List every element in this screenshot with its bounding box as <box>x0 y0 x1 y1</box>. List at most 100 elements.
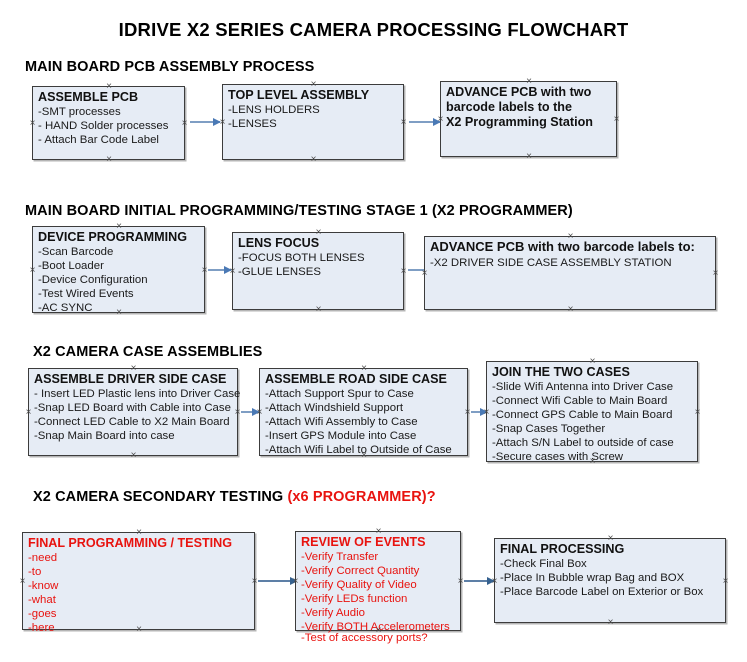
flow-box-line: -Connect Wifi Cable to Main Board <box>492 395 668 408</box>
section-heading-text: MAIN BOARD INITIAL PROGRAMMING/TESTING S… <box>25 203 573 219</box>
resize-handle-top[interactable] <box>105 82 114 91</box>
flow-box-title: TOP LEVEL ASSEMBLY <box>228 88 370 102</box>
flow-box-line: -Place In Bubble wrap Bag and BOX <box>500 572 685 585</box>
resize-handle-left[interactable] <box>255 408 264 417</box>
resize-handle-bottom[interactable] <box>360 451 369 460</box>
resize-handle-bottom[interactable] <box>314 305 323 314</box>
connector-assemble-pcb-to-top-level <box>190 121 220 123</box>
resize-handle-right[interactable] <box>693 408 702 417</box>
flow-box-device-programming[interactable]: DEVICE PROGRAMMING -Scan Barcode -Boot L… <box>32 226 205 314</box>
section-heading-x2-camera-case-assemblies: X2 CAMERA CASE ASSEMBLIES <box>33 344 262 360</box>
resize-handle-top[interactable] <box>374 527 383 536</box>
flow-box-line: -Verify LEDs function <box>301 593 408 606</box>
resize-handle-top[interactable] <box>588 357 597 366</box>
section-heading-main-board-initial-programming: MAIN BOARD INITIAL PROGRAMMING/TESTING S… <box>25 203 573 219</box>
connector-final-programming-to-review-of-events <box>258 580 297 582</box>
resize-handle-top[interactable] <box>360 364 369 373</box>
resize-handle-bottom[interactable] <box>525 152 534 161</box>
resize-handle-top[interactable] <box>314 228 323 237</box>
resize-handle-left[interactable] <box>490 577 499 586</box>
resize-handle-right[interactable] <box>180 119 189 128</box>
resize-handle-left[interactable] <box>482 408 491 417</box>
flow-box-final-programming-testing[interactable]: FINAL PROGRAMMING / TESTING -need -to -k… <box>22 532 255 634</box>
flow-box-assemble-road-side-case[interactable]: ASSEMBLE ROAD SIDE CASE -Attach Support … <box>259 368 468 456</box>
resize-handle-right[interactable] <box>711 269 720 278</box>
resize-handle-bottom[interactable] <box>115 308 124 317</box>
flow-box-line: -Device Configuration <box>38 274 148 287</box>
resize-handle-right[interactable] <box>721 577 730 586</box>
flow-box-line: -SMT processes <box>38 106 121 119</box>
resize-handle-left[interactable] <box>228 267 237 276</box>
resize-handle-top[interactable] <box>566 232 575 241</box>
section-heading-text: MAIN BOARD PCB ASSEMBLY PROCESS <box>25 59 315 75</box>
flow-box-lens-focus[interactable]: LENS FOCUS -FOCUS BOTH LENSES -GLUE LENS… <box>232 232 404 310</box>
flow-box-line: -Attach Windshield Support <box>265 402 404 415</box>
flow-box-line: -Attach Support Spur to Case <box>265 388 414 401</box>
flow-box-line: - Attach Bar Code Label <box>38 134 159 147</box>
flow-box-line: -Insert GPS Module into Case <box>265 430 417 443</box>
resize-handle-bottom[interactable] <box>135 625 144 634</box>
flow-box-title: ASSEMBLE ROAD SIDE CASE <box>265 372 447 386</box>
flow-box-line: -Attach Wifi Assembly to Case <box>265 416 418 429</box>
flow-box-line: -LENSES <box>228 118 277 131</box>
section-heading-x2-camera-secondary-testing: X2 CAMERA SECONDARY TESTING (x6 PROGRAMM… <box>33 489 436 505</box>
flow-box-line: -Slide Wifi Antenna into Driver Case <box>492 381 674 394</box>
resize-handle-left[interactable] <box>18 577 27 586</box>
flow-box-line: -goes <box>28 608 57 621</box>
flow-box-review-of-events[interactable]: REVIEW OF EVENTS -Verify Transfer -Verif… <box>295 531 461 644</box>
flow-box-line: -to <box>28 566 42 579</box>
resize-handle-bottom[interactable] <box>374 626 383 635</box>
page-title: IDRIVE X2 SERIES CAMERA PROCESSING FLOWC… <box>118 19 629 40</box>
resize-handle-top[interactable] <box>135 528 144 537</box>
connector-road-side-to-join-cases <box>471 411 487 413</box>
flow-box-title-line3: X2 Programming Station <box>446 115 593 130</box>
connector-top-level-to-advance-pcb <box>409 121 440 123</box>
section-heading-accent-text: (x6 PROGRAMMER)? <box>287 489 436 505</box>
resize-handle-bottom[interactable] <box>105 155 114 164</box>
resize-handle-left[interactable] <box>28 266 37 275</box>
connector-driver-side-to-road-side <box>241 411 259 413</box>
resize-handle-bottom[interactable] <box>588 457 597 466</box>
flow-box-line: -Boot Loader <box>38 260 104 273</box>
resize-handle-top[interactable] <box>525 77 534 86</box>
resize-handle-right[interactable] <box>399 118 408 127</box>
flow-box-line: -Check Final Box <box>500 558 587 571</box>
flow-box-title: JOIN THE TWO CASES <box>492 365 630 379</box>
resize-handle-top[interactable] <box>115 222 124 231</box>
resize-handle-left[interactable] <box>28 119 37 128</box>
resize-handle-left[interactable] <box>436 115 445 124</box>
flow-box-assemble-driver-side-case[interactable]: ASSEMBLE DRIVER SIDE CASE - Insert LED P… <box>28 368 241 456</box>
resize-handle-bottom[interactable] <box>566 305 575 314</box>
flow-box-join-the-two-cases[interactable]: JOIN THE TWO CASES -Slide Wifi Antenna i… <box>486 361 698 463</box>
resize-handle-left[interactable] <box>218 118 227 127</box>
flow-box-assemble-pcb[interactable]: ASSEMBLE PCB -SMT processes - HAND Solde… <box>32 86 185 160</box>
flow-box-title: DEVICE PROGRAMMING <box>38 230 188 244</box>
resize-handle-top[interactable] <box>309 80 318 89</box>
flow-box-title: FINAL PROGRAMMING / TESTING <box>28 536 233 550</box>
section-heading-text: X2 CAMERA SECONDARY TESTING <box>33 489 288 505</box>
resize-handle-left[interactable] <box>420 269 429 278</box>
resize-handle-left[interactable] <box>291 577 300 586</box>
section-heading-main-board-pcb-assembly: MAIN BOARD PCB ASSEMBLY PROCESS <box>25 59 314 75</box>
flow-box-line: -LENS HOLDERS <box>228 104 320 117</box>
resize-handle-bottom[interactable] <box>309 155 318 164</box>
resize-handle-top[interactable] <box>606 534 615 543</box>
flow-box-line: -Connect GPS Cable to Main Board <box>492 409 673 422</box>
resize-handle-top[interactable] <box>129 364 138 373</box>
flow-box-line: -what <box>28 594 56 607</box>
flow-box-line: -here <box>28 622 55 635</box>
resize-handle-right[interactable] <box>612 115 621 124</box>
resize-handle-bottom[interactable] <box>606 618 615 627</box>
flow-box-advance-pcb-driver-side-station[interactable]: ADVANCE PCB with two barcode labels to: … <box>424 236 716 310</box>
flow-box-advance-pcb-programming-station[interactable]: ADVANCE PCB with two barcode labels to t… <box>440 81 617 157</box>
flow-box-top-level-assembly[interactable]: TOP LEVEL ASSEMBLY -LENS HOLDERS -LENSES <box>222 84 404 160</box>
resize-handle-right[interactable] <box>399 267 408 276</box>
resize-handle-left[interactable] <box>24 408 33 417</box>
flow-box-line: -Snap LED Board with Cable into Case <box>34 402 231 415</box>
flow-box-final-processing[interactable]: FINAL PROCESSING -Check Final Box -Place… <box>494 538 726 623</box>
flow-box-line: -X2 DRIVER SIDE CASE ASSEMBLY STATION <box>430 256 672 269</box>
resize-handle-bottom[interactable] <box>129 451 138 460</box>
flow-box-line: - Insert LED Plastic lens into Driver Ca… <box>34 388 241 401</box>
flow-box-line: -Attach Wifi Label to Outside of Case <box>265 444 452 457</box>
